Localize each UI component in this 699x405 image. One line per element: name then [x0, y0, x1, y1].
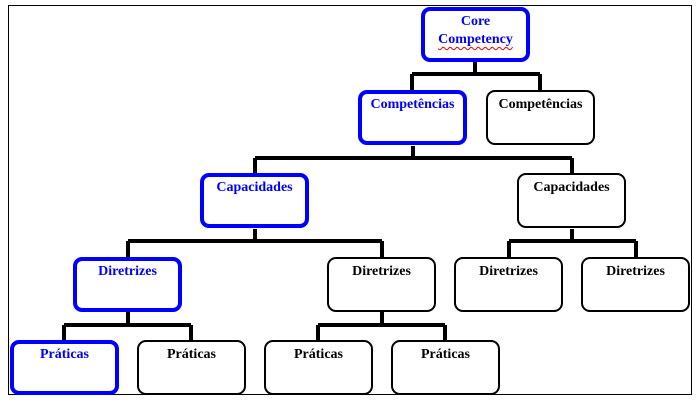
node-core-competency: Core Competency — [421, 7, 530, 62]
connector-capacidades-a — [126, 229, 384, 257]
node-capacidades-highlighted: Capacidades — [200, 173, 309, 228]
core-label-line1: Core — [460, 14, 491, 29]
node-competencias-highlighted: Competências — [358, 90, 467, 145]
node-label: Capacidades — [216, 180, 293, 195]
node-praticas-highlighted: Práticas — [10, 340, 119, 395]
node-capacidades: Capacidades — [517, 173, 626, 228]
connector-core — [410, 62, 542, 90]
node-label: Práticas — [167, 347, 216, 362]
node-label: Práticas — [294, 347, 343, 362]
connector-diretrizes-b — [316, 312, 447, 340]
node-label: Práticas — [40, 347, 89, 362]
connector-competencias — [253, 146, 574, 173]
node-label: Diretrizes — [479, 264, 538, 279]
node-label: Diretrizes — [352, 264, 411, 279]
node-label: Diretrizes — [606, 264, 665, 279]
node-praticas: Práticas — [391, 340, 500, 395]
node-praticas: Práticas — [264, 340, 373, 395]
node-competencias: Competências — [486, 90, 595, 145]
node-label: Capacidades — [533, 180, 610, 195]
connector-capacidades-b — [507, 229, 638, 257]
node-diretrizes: Diretrizes — [581, 257, 690, 312]
core-label-line2: Competency — [438, 32, 513, 47]
node-diretrizes: Diretrizes — [454, 257, 563, 312]
connector-diretrizes-a — [62, 312, 193, 340]
node-label: Práticas — [421, 347, 470, 362]
node-diretrizes: Diretrizes — [327, 257, 436, 312]
node-label: Competências — [498, 97, 583, 112]
node-label: Competências — [370, 97, 455, 112]
node-diretrizes-highlighted: Diretrizes — [73, 257, 182, 312]
node-praticas: Práticas — [137, 340, 246, 395]
node-label: Diretrizes — [98, 264, 157, 279]
